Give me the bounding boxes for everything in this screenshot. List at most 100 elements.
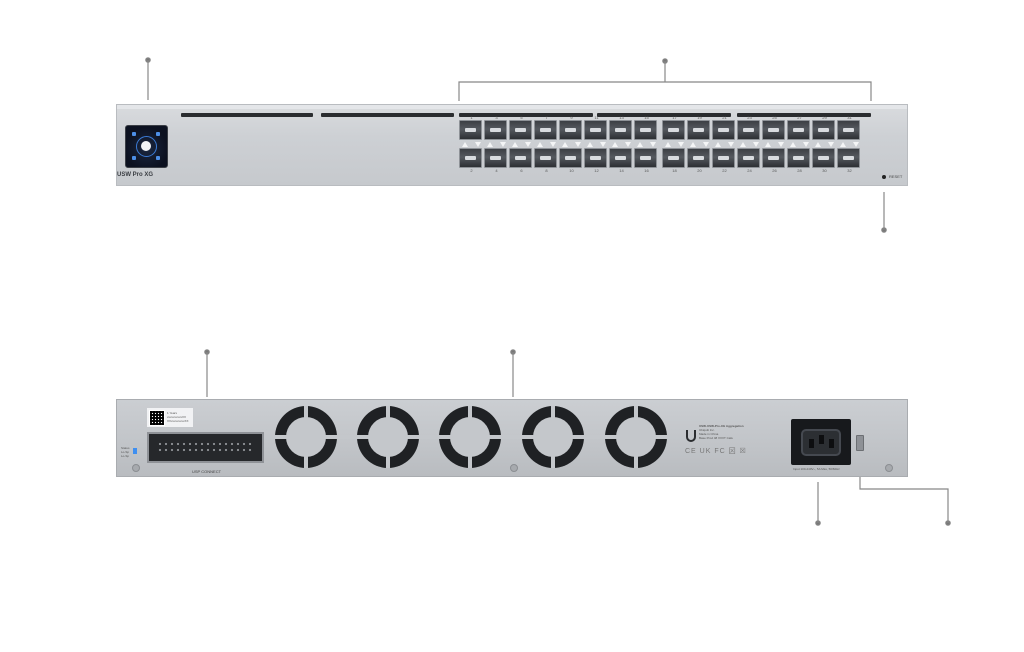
led-down-icon (802, 141, 809, 147)
usp-pins (157, 441, 254, 454)
status-led-labels: Status Lo-Sp Lo-Sp (121, 446, 130, 458)
led-up-icon (462, 141, 469, 147)
led-up-icon (840, 141, 847, 147)
sfp-port[interactable] (812, 148, 835, 168)
sticker-line: XXxxxxxxxxxXX (167, 419, 189, 423)
port-number: 15 (644, 115, 649, 120)
touchscreen-icon[interactable] (125, 125, 168, 168)
sticker-text: 1 Years xxxxxxxxxxXX XXxxxxxxxxxXX (167, 411, 189, 423)
sfp-port[interactable] (634, 148, 657, 168)
sfp-port[interactable] (484, 148, 507, 168)
sfp-port[interactable] (534, 148, 557, 168)
led-down-icon (752, 141, 759, 147)
sfp-port[interactable] (837, 148, 860, 168)
led-up-icon (740, 141, 747, 147)
callout-bracket-ports (458, 81, 872, 101)
brand-line: USW-USW-Pro-XG Aggregation (699, 424, 744, 428)
sfp-port[interactable] (459, 148, 482, 168)
sfp-port[interactable] (737, 148, 760, 168)
sfp-port[interactable] (737, 120, 760, 140)
port-led-pair (559, 140, 584, 148)
port-number: 30 (822, 168, 827, 173)
power-switch[interactable] (856, 435, 864, 451)
reset-label: RESET (889, 174, 903, 179)
callout-line-switch (859, 466, 949, 523)
sfp-port[interactable] (459, 120, 482, 140)
rear-panel: 1 Years xxxxxxxxxxXX XXxxxxxxxxxXX Statu… (116, 399, 908, 477)
top-sfp-row (459, 120, 871, 140)
screen-icon-bottom-left (132, 156, 136, 160)
sfp-port[interactable] (509, 148, 532, 168)
sfp-port[interactable] (837, 120, 860, 140)
led-up-icon (562, 141, 569, 147)
sfp-port[interactable] (687, 148, 710, 168)
led-up-icon (612, 141, 619, 147)
sfp-port[interactable] (609, 120, 632, 140)
port-led-pair (459, 140, 484, 148)
sfp-port[interactable] (687, 120, 710, 140)
qr-code-icon (149, 410, 165, 426)
led-down-icon (727, 141, 734, 147)
sfp-port[interactable] (662, 120, 685, 140)
led-down-icon (852, 141, 859, 147)
port-number: 5 (520, 115, 523, 120)
led-up-icon (790, 141, 797, 147)
sfp-port[interactable] (609, 148, 632, 168)
sfp-port[interactable] (584, 120, 607, 140)
port-led-pair (712, 140, 737, 148)
sfp-port[interactable] (559, 148, 582, 168)
sfp-port[interactable] (484, 120, 507, 140)
sfp-port[interactable] (534, 120, 557, 140)
sfp-port[interactable] (762, 148, 785, 168)
port-number: 20 (697, 168, 702, 173)
sfp-port[interactable] (634, 120, 657, 140)
front-top-edge (117, 105, 907, 109)
vent-slot-5 (737, 113, 871, 117)
sfp-port[interactable] (787, 148, 810, 168)
led-down-icon (574, 141, 581, 147)
screw-icon (885, 464, 893, 472)
led-up-icon (512, 141, 519, 147)
ubiquiti-logo-icon (686, 430, 696, 442)
screen-ring (136, 136, 157, 157)
sfp-port[interactable] (559, 120, 582, 140)
port-number: 21 (722, 115, 727, 120)
port-led-pair (509, 140, 534, 148)
status-led-line: Status (121, 446, 130, 450)
led-down-icon (702, 141, 709, 147)
screen-center-button[interactable] (141, 141, 151, 151)
sfp-port[interactable] (712, 148, 735, 168)
screen-icon-top-left (132, 132, 136, 136)
status-led-icon (133, 448, 137, 454)
sfp-port[interactable] (584, 148, 607, 168)
status-led-line: Lo-Sp (121, 454, 130, 458)
sfp-port[interactable] (509, 120, 532, 140)
power-inlet[interactable] (791, 419, 851, 465)
port-number: 24 (747, 168, 752, 173)
sfp-port[interactable] (712, 120, 735, 140)
sfp-port[interactable] (762, 120, 785, 140)
port-number: 25 (772, 115, 777, 120)
sfp-port[interactable] (812, 120, 835, 140)
screen-icon-bottom-right (156, 156, 160, 160)
port-led-pair (762, 140, 787, 148)
sticker-line: xxxxxxxxxxXX (167, 415, 187, 419)
reset-button[interactable] (882, 175, 886, 179)
sfp-port[interactable] (787, 120, 810, 140)
port-number: 13 (619, 115, 624, 120)
sfp-port[interactable] (662, 148, 685, 168)
led-up-icon (587, 141, 594, 147)
usp-label: USP CONNECT (192, 469, 222, 474)
port-led-pair (787, 140, 812, 148)
port-number: 9 (570, 115, 573, 120)
power-rating-label: Input 100-240V~, 5A Max, 50/60Hz (793, 467, 840, 471)
led-down-icon (624, 141, 631, 147)
certification-marks: CE UK FC 龱 ☒ (685, 448, 747, 455)
usp-connector[interactable] (147, 432, 264, 463)
screw-icon (510, 464, 518, 472)
port-number: 16 (644, 168, 649, 173)
